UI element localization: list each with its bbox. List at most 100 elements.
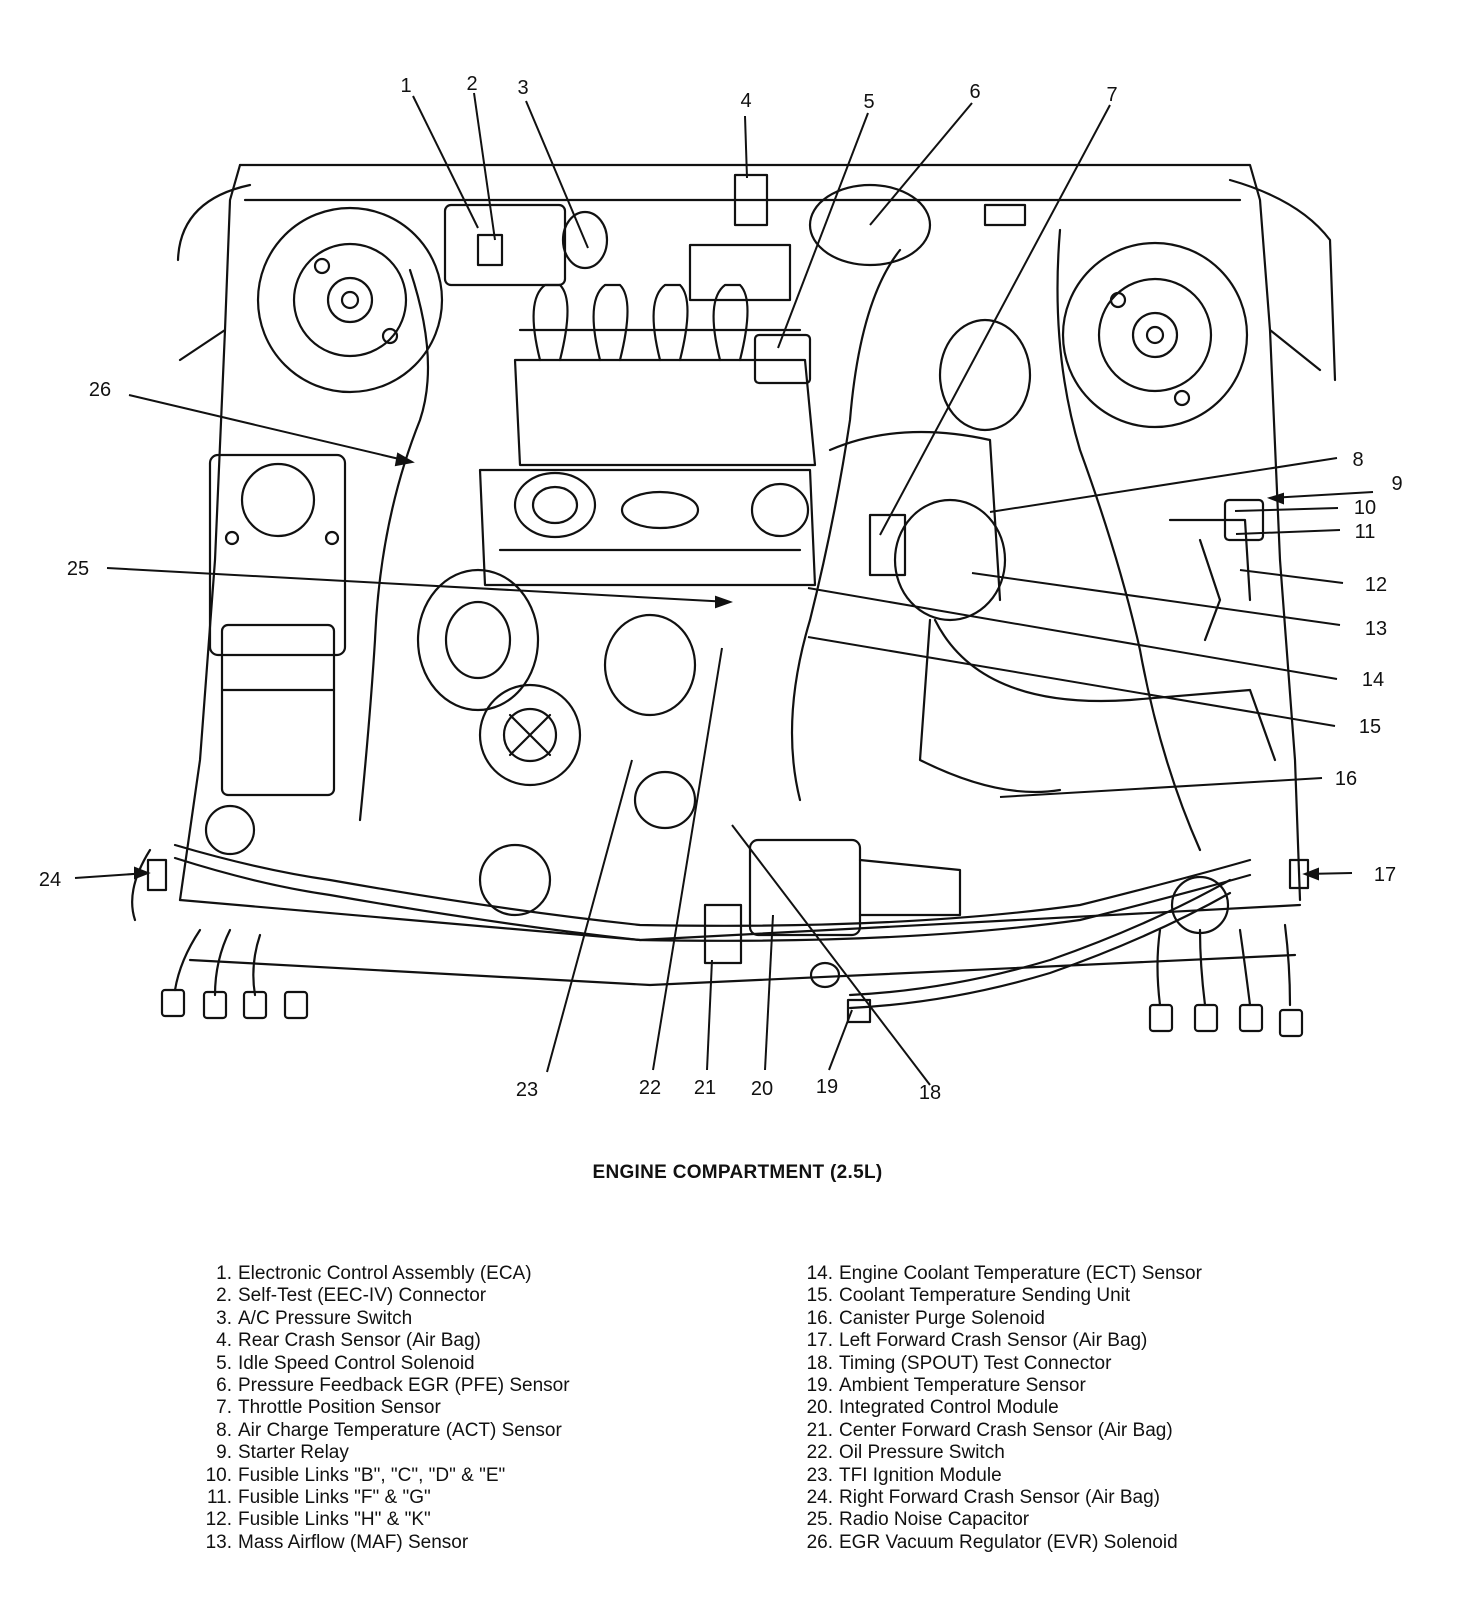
legend-number: 10. [205,1464,232,1486]
callout-19: 19 [816,1076,838,1098]
legend-label: Fusible Links "F" & "G" [238,1487,431,1509]
callout-14: 14 [1362,669,1384,691]
legend-number: 15. [806,1285,833,1307]
legend-item: 15.Coolant Temperature Sending Unit [799,1285,1202,1307]
diagram-caption: ENGINE COMPARTMENT (2.5L) [592,1162,883,1183]
legend-item: 8. Air Charge Temperature (ACT) Sensor [198,1420,570,1442]
engine-line-art [131,163,1337,1038]
legend-number: 20. [806,1397,833,1419]
legend-number: 19. [806,1375,833,1397]
callout-9: 9 [1391,473,1402,495]
legend-number: 16. [806,1307,833,1329]
legend-number: 2. [216,1285,232,1307]
legend-item: 12.Fusible Links "H" & "K" [198,1509,570,1531]
legend-number: 18. [806,1352,833,1374]
callout-11: 11 [1355,521,1376,543]
legend-item: 6. Pressure Feedback EGR (PFE) Sensor [198,1375,570,1397]
legend-number: 7. [216,1397,232,1419]
legend-number: 5. [216,1352,232,1374]
legend-left-column: 1. Electronic Control Assembly (ECA) 2. Se… [198,1263,570,1554]
legend-number: 24. [806,1487,833,1509]
legend-item: 4. Rear Crash Sensor (Air Bag) [198,1330,570,1352]
legend-label: Rear Crash Sensor (Air Bag) [238,1330,481,1352]
legend-item: 23.TFI Ignition Module [799,1465,1202,1487]
callout-16: 16 [1335,768,1357,790]
legend-label: Engine Coolant Temperature (ECT) Sensor [839,1263,1202,1284]
callout-24: 24 [39,869,61,891]
callout-5: 5 [863,91,874,113]
legend-label: Mass Airflow (MAF) Sensor [238,1531,469,1553]
legend-item: 22. Oil Pressure Switch [799,1442,1202,1464]
legend-item: 2. Self-Test (EEC-IV) Connector [198,1285,570,1307]
legend-item: 20. Integrated Control Module [799,1397,1202,1419]
legend-number: 17. [806,1330,833,1352]
legend-label: Throttle Position Sensor [238,1397,441,1419]
callout-12: 12 [1365,574,1387,596]
legend-label: Integrated Control Module [839,1397,1059,1419]
callout-4: 4 [740,90,751,112]
legend-number: 23. [806,1464,833,1486]
callout-7: 7 [1106,84,1117,106]
legend-item: 5. Idle Speed Control Solenoid [198,1353,570,1375]
legend-number: 12. [205,1509,232,1531]
legend-label: Timing (SPOUT) Test Connector [839,1352,1112,1374]
callout-22: 22 [639,1077,661,1099]
legend-label: Ambient Temperature Sensor [839,1375,1086,1397]
legend-label: Center Forward Crash Sensor (Air Bag) [839,1419,1173,1441]
legend-label: Starter Relay [238,1442,349,1464]
legend-item: 17. Left Forward Crash Sensor (Air Bag) [799,1330,1202,1352]
legend-label: Air Charge Temperature (ACT) Sensor [238,1419,562,1441]
callout-3: 3 [517,77,528,99]
legend-right-column: 14. Engine Coolant Temperature (ECT) Sens… [799,1263,1202,1554]
legend-number: 6. [216,1375,232,1397]
legend-item: 16. Canister Purge Solenoid [799,1308,1202,1330]
legend-item: 3. A/C Pressure Switch [198,1308,570,1330]
legend-label: EGR Vacuum Regulator (EVR) Solenoid [839,1531,1178,1553]
legend-label: Fusible Links "B", "C", "D" & "E" [238,1464,506,1486]
callout-10: 10 [1354,497,1376,519]
legend-number: 26. [806,1531,833,1553]
legend-item: 25.Radio Noise Capacitor [799,1509,1202,1531]
callout-1: 1 [400,75,411,97]
engine-compartment-diagram: 1 2 3 4 5 6 7 8 9 10 11 12 13 14 15 16 1… [39,73,1403,1104]
callout-20: 20 [751,1078,773,1100]
legend-label: Oil Pressure Switch [839,1442,1005,1464]
callout-numbers: 1 2 3 4 5 6 7 8 9 10 11 12 13 14 15 16 1… [39,73,1403,1104]
legend-label: Idle Speed Control Solenoid [238,1352,475,1374]
legend-number: 25. [806,1509,833,1531]
callout-26: 26 [89,379,111,401]
legend-item: 11. Fusible Links "F" & "G" [198,1487,570,1509]
callout-6: 6 [969,81,980,103]
legend-number: 4. [216,1330,232,1352]
legend-number: 21. [806,1419,833,1441]
legend-item: 21. Center Forward Crash Sensor (Air Bag) [799,1420,1202,1442]
legend-label: Self-Test (EEC-IV) Connector [238,1285,487,1307]
callout-15: 15 [1359,716,1381,738]
legend-item: 14. Engine Coolant Temperature (ECT) Sens… [799,1263,1202,1285]
legend-item: 24. Right Forward Crash Sensor (Air Bag) [799,1487,1202,1509]
legend-item: 18. Timing (SPOUT) Test Connector [799,1353,1202,1375]
legend-number: 3. [216,1307,232,1329]
callout-8: 8 [1352,449,1363,471]
legend-label: Pressure Feedback EGR (PFE) Sensor [238,1375,570,1397]
legend-number: 22. [806,1442,833,1464]
callout-17: 17 [1374,864,1396,886]
legend-number: 9. [216,1442,232,1464]
legend-item: 9. Starter Relay [198,1442,570,1464]
legend-label: A/C Pressure Switch [238,1307,413,1329]
legend-item: 26. EGR Vacuum Regulator (EVR) Solenoid [799,1532,1202,1554]
legend-number: 8. [216,1419,232,1441]
legend-label: Electronic Control Assembly (ECA) [238,1263,532,1284]
legend-item: 10. Fusible Links "B", "C", "D" & "E" [198,1465,570,1487]
legend-label: Left Forward Crash Sensor (Air Bag) [839,1330,1148,1352]
legend-item: 19. Ambient Temperature Sensor [799,1375,1202,1397]
legend-number: 11. [206,1487,232,1509]
callout-25: 25 [67,558,89,580]
legend-number: 13. [205,1531,232,1553]
legend-label: Right Forward Crash Sensor (Air Bag) [839,1487,1160,1509]
callout-21: 21 [694,1077,716,1099]
legend-label: Canister Purge Solenoid [839,1307,1045,1329]
legend-item: 13. Mass Airflow (MAF) Sensor [198,1532,570,1554]
legend-number: 14. [806,1263,833,1284]
legend-number: 1. [216,1263,232,1284]
